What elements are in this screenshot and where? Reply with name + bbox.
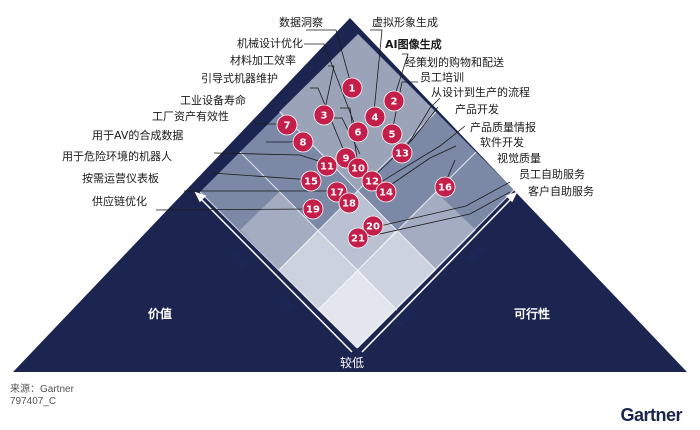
marker-number: 20 xyxy=(366,222,380,233)
label-13: 从设计到生产的流程 xyxy=(431,85,530,99)
use-case-marker-3: 3 xyxy=(313,104,335,126)
marker-number: 12 xyxy=(365,177,379,188)
level-low: 较低 xyxy=(340,355,364,370)
marker-number: 15 xyxy=(304,177,318,188)
marker-number: 9 xyxy=(343,154,350,165)
use-case-marker-21: 21 xyxy=(347,227,369,249)
leader-lines xyxy=(155,29,511,238)
label-11: 用于AV的合成数据 xyxy=(92,128,183,142)
marker-number: 18 xyxy=(342,199,356,210)
marker-number: 21 xyxy=(351,234,365,245)
use-case-marker-11: 11 xyxy=(316,155,338,177)
marker-circle xyxy=(276,114,298,136)
label-20: 员工自助服务 xyxy=(519,167,585,181)
use-case-marker-18: 18 xyxy=(338,192,360,214)
marker-circle xyxy=(361,170,383,192)
label-16: 产品开发 xyxy=(455,102,499,116)
marker-circle xyxy=(347,157,369,179)
marker-number: 5 xyxy=(389,130,396,141)
marker-circle xyxy=(313,104,335,126)
marker-circle xyxy=(364,106,386,128)
label-2: AI图像生成 xyxy=(385,37,442,51)
use-case-marker-2: 2 xyxy=(383,90,405,112)
marker-number: 13 xyxy=(395,149,409,160)
use-case-marker-4: 4 xyxy=(364,106,386,128)
marker-number: 7 xyxy=(284,121,291,132)
marker-number: 11 xyxy=(320,162,334,173)
label-5: 员工培训 xyxy=(420,70,464,84)
use-case-marker-16: 16 xyxy=(434,176,456,198)
marker-number: 4 xyxy=(372,113,379,124)
marker-number: 2 xyxy=(391,97,398,108)
feasibility-axis-title: 可行性 xyxy=(514,306,550,321)
marker-circle xyxy=(292,131,314,153)
marker-number: 16 xyxy=(438,183,452,194)
label-21: 客户自助服务 xyxy=(528,184,594,198)
marker-circle xyxy=(347,121,369,143)
marker-number: 19 xyxy=(306,205,320,216)
label-10: 经策划的购物和配送 xyxy=(405,55,504,69)
marker-number: 6 xyxy=(355,128,362,139)
use-case-marker-12: 12 xyxy=(361,170,383,192)
axis-arrows xyxy=(194,191,518,353)
marker-number: 14 xyxy=(379,188,393,199)
marker-number: 10 xyxy=(351,164,365,175)
use-case-marker-1: 1 xyxy=(341,77,363,99)
gartner-logo: Gartner xyxy=(620,405,682,425)
marker-circle xyxy=(302,198,324,220)
marker-number: 1 xyxy=(349,84,356,95)
label-6: 机械设计优化 xyxy=(237,36,303,50)
source-note: 来源：Gartner xyxy=(10,384,74,395)
label-19: 供应链优化 xyxy=(92,194,147,208)
marker-circle xyxy=(434,176,456,198)
use-case-marker-13: 13 xyxy=(391,142,413,164)
label-3: 材料加工效率 xyxy=(230,53,296,67)
marker-number: 8 xyxy=(300,138,307,149)
marker-circle xyxy=(383,90,405,112)
use-case-marker-8: 8 xyxy=(292,131,314,153)
use-case-marker-20: 20 xyxy=(362,215,384,237)
value-axis-title: 价值 xyxy=(148,306,172,321)
marker-circle xyxy=(391,142,413,164)
marker-circle xyxy=(338,192,360,214)
use-case-marker-14: 14 xyxy=(375,181,397,203)
marker-circle xyxy=(375,181,397,203)
label-7: 工业设备寿命 xyxy=(180,93,246,107)
label-17: 按需运营仪表板 xyxy=(82,171,159,185)
label-15: 用于危险环境的机器人 xyxy=(62,149,172,163)
use-case-marker-7: 7 xyxy=(276,114,298,136)
marker-circle xyxy=(381,123,403,145)
label-8: 工厂资产有效性 xyxy=(152,109,229,123)
use-case-marker-6: 6 xyxy=(347,121,369,143)
use-case-marker-19: 19 xyxy=(302,198,324,220)
figure-code: 797407_C xyxy=(10,396,57,407)
marker-circle xyxy=(316,155,338,177)
marker-number: 17 xyxy=(330,188,344,199)
label-18: 视觉质量 xyxy=(497,151,541,165)
marker-circle xyxy=(362,215,384,237)
marker-circle xyxy=(300,170,322,192)
use-case-marker-15: 15 xyxy=(300,170,322,192)
marker-circle xyxy=(341,77,363,99)
label-12: 产品质量情报 xyxy=(470,120,536,134)
marker-circle xyxy=(347,227,369,249)
use-case-marker-10: 10 xyxy=(347,157,369,179)
label-9: 引导式机器维护 xyxy=(201,71,278,85)
label-4: 虚拟形象生成 xyxy=(372,15,438,29)
use-case-marker-5: 5 xyxy=(381,123,403,145)
label-14: 软件开发 xyxy=(480,135,524,149)
marker-number: 3 xyxy=(321,111,328,122)
use-case-labels: 数据洞察 虚拟形象生成 机械设计优化 AI图像生成 材料加工效率 经策划的购物和… xyxy=(62,15,594,208)
label-1: 数据洞察 xyxy=(279,15,323,29)
